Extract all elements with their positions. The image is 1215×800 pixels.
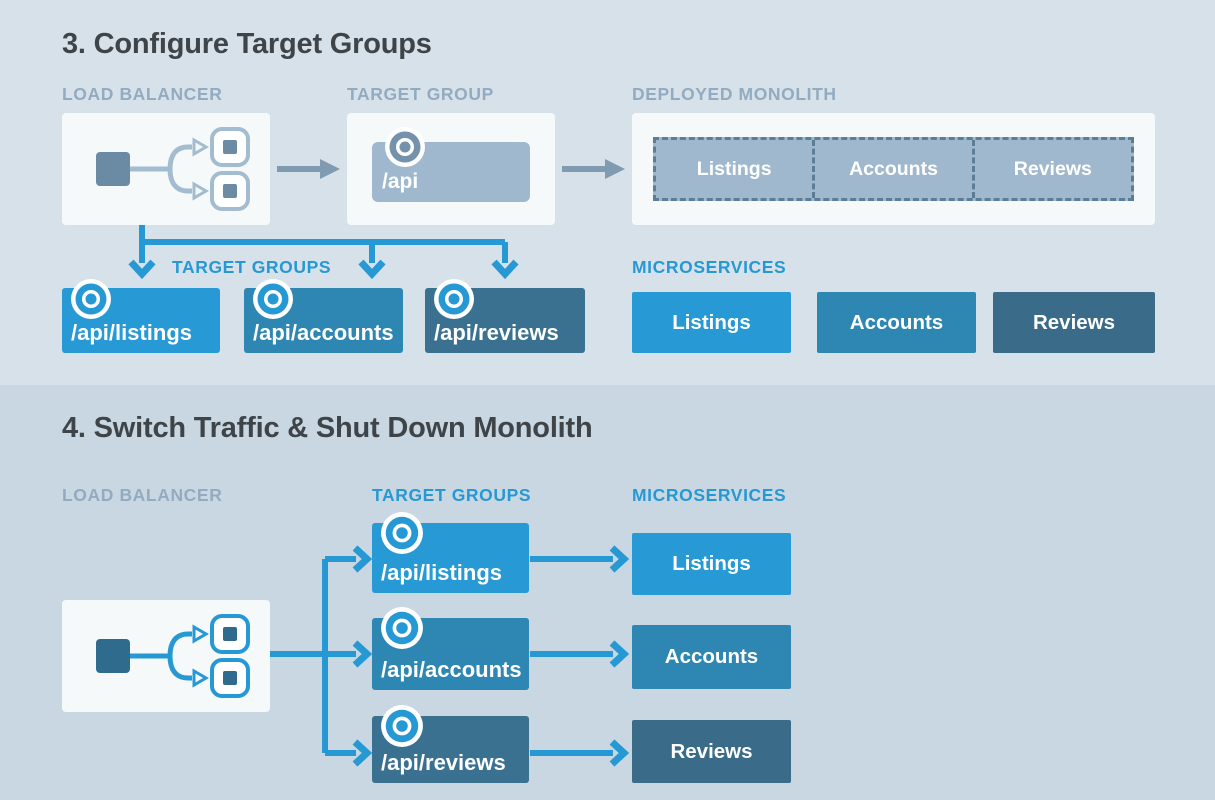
route-label: /api/listings [71, 320, 193, 345]
target-groups-heading: TARGET GROUPS [372, 485, 532, 505]
load-balancer-icon [86, 608, 252, 709]
section4-title: 4. Switch Traffic & Shut Down Monolith [62, 412, 593, 444]
section3-title: 3. Configure Target Groups [62, 28, 432, 60]
microservice-box-reviews: Reviews [632, 720, 791, 783]
target-group-chip-accounts: /api/accounts [244, 279, 403, 353]
monolith-segment-accounts: Accounts [815, 140, 975, 198]
load-balancer-box [62, 113, 270, 225]
target-icon [253, 279, 293, 319]
route-label: /api/listings [381, 560, 503, 585]
monolith-segment-listings: Listings [656, 140, 816, 198]
target-icon [381, 512, 423, 554]
arrow-targetgroup-to-monolith-icon [562, 159, 625, 179]
api-route-chip: /api [372, 127, 530, 202]
target-icon [381, 705, 423, 747]
target-group-chip-reviews: /api/reviews [372, 705, 529, 783]
route-label: /api/reviews [381, 750, 506, 775]
arrow-lb-to-targetgroup-icon [277, 159, 340, 179]
load-balancer-box [62, 600, 270, 712]
target-group-box: /api [347, 113, 555, 225]
microservice-box-reviews: Reviews [993, 292, 1155, 353]
microservices-heading: MICROSERVICES [632, 485, 787, 505]
monolith-segment-reviews: Reviews [1013, 157, 1092, 180]
route-label: /api/reviews [434, 320, 559, 345]
section-switch-traffic: 4. Switch Traffic & Shut Down Monolith L… [0, 385, 1215, 800]
target-group-chip-listings: /api/listings [372, 512, 529, 593]
target-icon [385, 127, 425, 167]
load-balancer-heading: LOAD BALANCER [62, 84, 223, 104]
target-icon [381, 607, 423, 649]
route-label: /api/accounts [253, 320, 394, 345]
target-icon [434, 279, 474, 319]
microservice-box-listings: Listings [632, 292, 791, 353]
route-label: /api/accounts [381, 657, 522, 682]
microservice-box-accounts: Accounts [817, 292, 976, 353]
monolith-container: Listings Accounts Reviews [653, 137, 1134, 201]
deployed-monolith-heading: DEPLOYED MONOLITH [632, 84, 837, 104]
arrows-targetgroups-to-microservices-icon [530, 545, 630, 767]
api-route-label: /api [382, 170, 419, 193]
target-group-chip-accounts: /api/accounts [372, 607, 529, 690]
target-group-heading: TARGET GROUP [347, 84, 494, 104]
target-group-chip-listings: /api/listings [62, 279, 220, 353]
target-icon [71, 279, 111, 319]
split-connector-lb-to-targetgroups-icon [270, 545, 373, 767]
target-groups-heading: TARGET GROUPS [172, 257, 332, 277]
load-balancer-icon [86, 121, 252, 222]
section-configure-target-groups: 3. Configure Target Groups LOAD BALANCER… [0, 0, 1215, 385]
deployed-monolith-box: Listings Accounts Reviews [632, 113, 1155, 225]
microservices-heading: MICROSERVICES [632, 257, 787, 277]
target-group-chip-reviews: /api/reviews [425, 279, 585, 353]
microservice-box-listings: Listings [632, 533, 791, 595]
section4-connectors [270, 545, 630, 767]
microservice-box-accounts: Accounts [632, 625, 791, 689]
load-balancer-heading: LOAD BALANCER [62, 485, 223, 505]
